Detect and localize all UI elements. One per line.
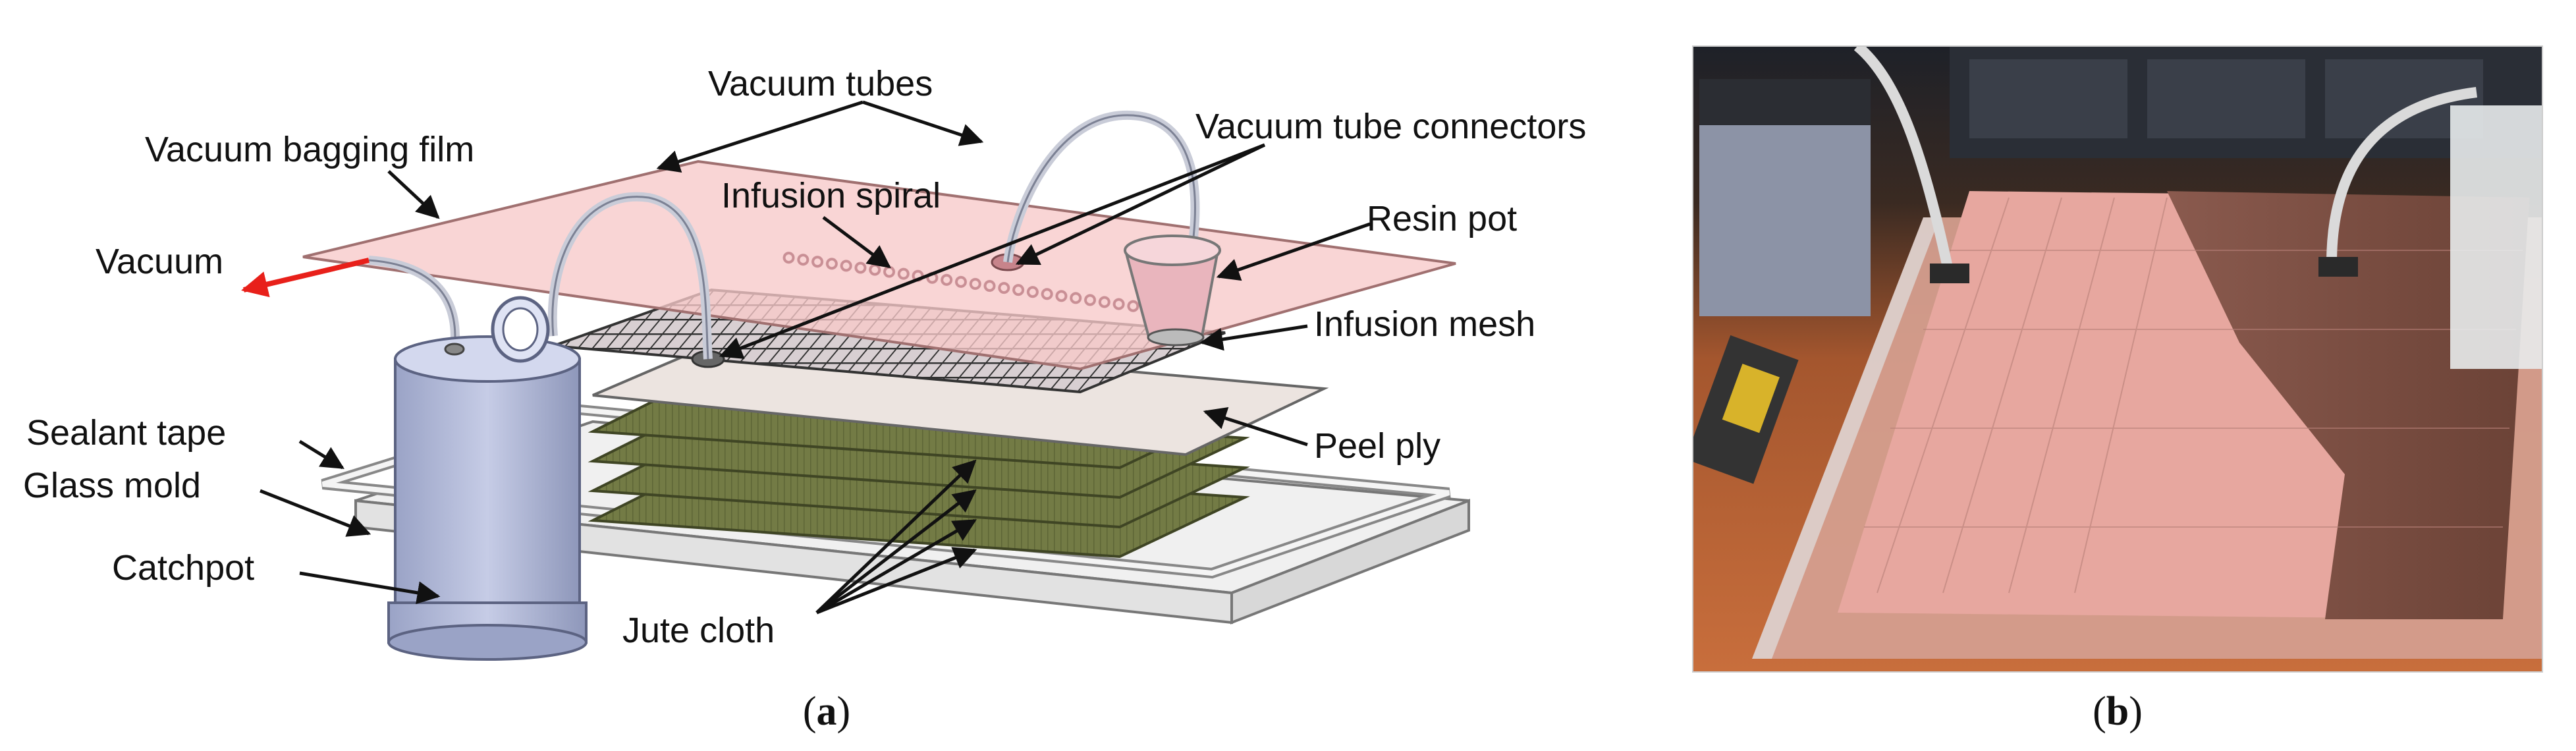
label-sealant-tape: Sealant tape <box>26 413 226 453</box>
photo-resin-cup <box>2450 105 2542 369</box>
label-leaders <box>260 100 1371 615</box>
label-jute-cloth: Jute cloth <box>622 611 775 650</box>
label-vacuum: Vacuum <box>96 242 223 281</box>
photo-resin-flow-front <box>2167 191 2529 619</box>
resin-pot <box>1124 235 1221 347</box>
label-peel-ply: Peel ply <box>1314 426 1440 466</box>
photo-catchpot <box>1699 99 1871 316</box>
vacuum-direction-arrow <box>241 258 370 298</box>
label-glass-mold: Glass mold <box>23 466 201 505</box>
label-vacuum-tubes: Vacuum tubes <box>708 64 933 103</box>
caption-a: (a) <box>803 689 850 734</box>
caption-b: (b) <box>2093 689 2143 734</box>
label-resin-pot: Resin pot <box>1367 199 1517 238</box>
label-vacuum-bagging-film: Vacuum bagging film <box>145 130 474 169</box>
panel-b-photo: (b) <box>1692 45 2543 734</box>
catchpot <box>387 296 588 661</box>
label-infusion-spiral: Infusion spiral <box>721 176 941 215</box>
panel-a-schematic: Vacuum tubes Vacuum bagging film Vacuum … <box>23 64 1586 734</box>
label-infusion-mesh: Infusion mesh <box>1314 304 1535 344</box>
label-catchpot: Catchpot <box>112 548 254 588</box>
label-vacuum-tube-connectors: Vacuum tube connectors <box>1195 107 1586 146</box>
